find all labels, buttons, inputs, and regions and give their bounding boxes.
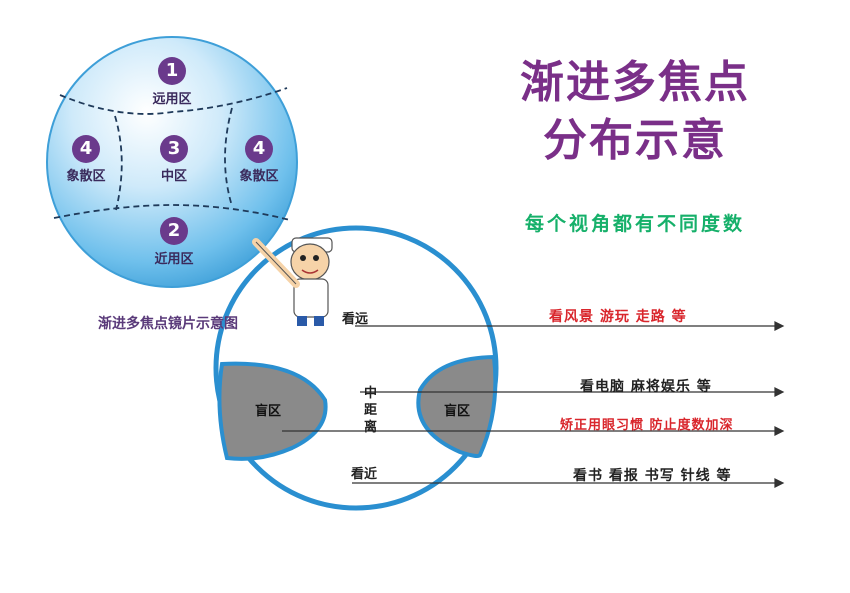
distance-mid-3: 离 bbox=[364, 420, 378, 435]
lens-divider-right bbox=[224, 107, 233, 207]
subtitle: 每个视角都有不同度数 bbox=[524, 213, 745, 235]
distance-mid-1: 中 bbox=[364, 386, 378, 401]
distance-far: 看远 bbox=[342, 312, 369, 327]
use-correct: 矫正用眼习惯 防止度数加深 bbox=[560, 418, 734, 433]
arrow-far-head bbox=[774, 321, 785, 331]
distance-near: 看近 bbox=[351, 467, 378, 482]
use-far: 看风景 游玩 走路 等 bbox=[549, 309, 687, 325]
arrow-near-head bbox=[774, 478, 785, 488]
arrow-correct-head bbox=[774, 426, 785, 436]
arrow-mid-head bbox=[774, 387, 785, 397]
title-line-2: 分布示意 bbox=[543, 115, 727, 166]
zone-right-number: 4 bbox=[245, 135, 273, 163]
zone-mid-number: 3 bbox=[160, 135, 188, 163]
zone-near-number: 2 bbox=[160, 217, 188, 245]
lens-caption: 渐进多焦点镜片示意图 bbox=[98, 316, 238, 332]
blind-zone-left-label: 盲区 bbox=[255, 404, 282, 419]
zone-left-label: 象散区 bbox=[66, 169, 106, 184]
doctor-cartoon bbox=[252, 237, 333, 326]
lens-divider-left bbox=[114, 115, 123, 211]
zone-near-label: 近用区 bbox=[154, 252, 194, 267]
lens-divider-bottom bbox=[53, 204, 291, 221]
lens-divider-top bbox=[59, 87, 288, 115]
blind-zone-right-label: 盲区 bbox=[444, 404, 471, 419]
use-near: 看书 看报 书写 针线 等 bbox=[573, 468, 732, 484]
blind-zone-left bbox=[217, 361, 328, 461]
zone-far-label: 远用区 bbox=[152, 92, 192, 107]
zone-mid-label: 中区 bbox=[160, 169, 187, 184]
zone-far-number: 1 bbox=[158, 57, 186, 85]
distance-mid-2: 距 bbox=[364, 403, 378, 418]
zone-right-label: 象散区 bbox=[239, 169, 279, 184]
use-mid: 看电脑 麻将娱乐 等 bbox=[580, 379, 712, 395]
title-line-1: 渐进多焦点 bbox=[520, 57, 750, 108]
zone-left-number: 4 bbox=[72, 135, 100, 163]
